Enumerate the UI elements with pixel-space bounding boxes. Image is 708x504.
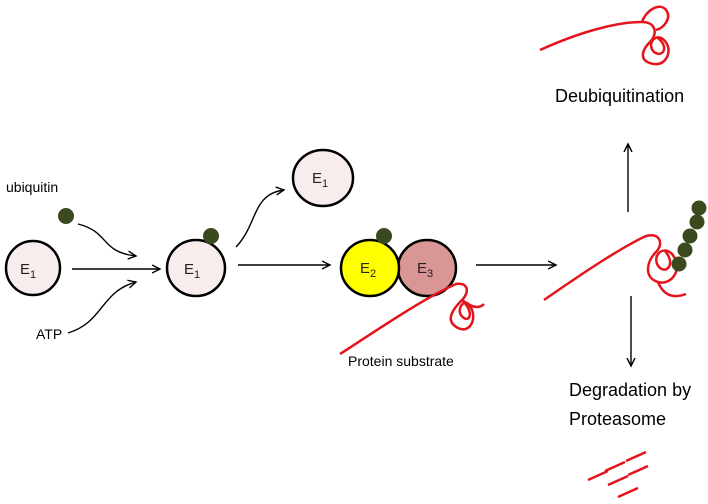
e2-enzyme: E2 — [339, 238, 401, 298]
ubiquitin-unit — [677, 242, 693, 258]
free-protein-loop — [640, 5, 670, 32]
e1-letter: E — [184, 261, 194, 278]
protein-substrate-chain — [339, 282, 475, 356]
peptide-fragments — [587, 450, 649, 499]
ubiquitin-unit — [691, 200, 707, 216]
e1-letter: E — [20, 261, 30, 278]
e3-letter: E — [417, 260, 427, 277]
ubiquitin-molecule — [58, 208, 74, 224]
polyubiquitin-chain — [671, 200, 707, 272]
e1-enzyme-charged: E1 — [165, 238, 227, 298]
degradation-label-line1: Degradation by — [569, 380, 691, 400]
deubiquitination-label: Deubiquitination — [555, 86, 684, 106]
e2-letter: E — [360, 260, 370, 277]
ubiquitin-curve-arrow — [77, 223, 136, 256]
peptide-fragment — [617, 486, 639, 499]
e1-subscript: 1 — [30, 269, 36, 281]
degradation-label-line2: Proteasome — [569, 409, 666, 429]
peptide-fragment — [607, 474, 629, 487]
protein-substrate-tail — [461, 298, 485, 309]
svg-text:E1: E1 — [312, 170, 328, 190]
ubiquitinated-protein-chain — [543, 233, 679, 302]
peptide-fragment — [604, 460, 626, 473]
ubiquitin-unit — [671, 256, 687, 272]
peptide-fragment — [587, 469, 609, 482]
svg-text:E2: E2 — [360, 260, 376, 280]
e1-enzyme-initial: E1 — [4, 239, 62, 297]
svg-text:E1: E1 — [20, 261, 36, 281]
atp-curve-arrow — [67, 282, 136, 334]
free-protein-chain — [539, 20, 670, 66]
protein-substrate-label: Protein substrate — [348, 353, 454, 369]
ubiquitin-label: ubiquitin — [6, 179, 58, 195]
svg-text:E1: E1 — [184, 261, 200, 281]
ubiquitin-unit — [682, 228, 698, 244]
e1-subscript: 1 — [194, 269, 200, 281]
e1-release-arrow — [235, 190, 284, 248]
peptide-fragment — [625, 450, 647, 463]
e1-subscript: 1 — [322, 178, 328, 190]
ubiquitin-on-e1 — [203, 228, 219, 244]
peptide-fragment — [627, 464, 649, 477]
e2-subscript: 2 — [370, 268, 376, 280]
ubiquitin-on-e2 — [376, 228, 392, 244]
atp-label: ATP — [36, 326, 62, 342]
e1-enzyme-released: E1 — [291, 148, 355, 208]
svg-text:E3: E3 — [417, 260, 433, 280]
e1-letter: E — [312, 170, 322, 187]
ubiquitinated-protein-tail — [656, 281, 687, 298]
e3-subscript: 3 — [427, 268, 433, 280]
ubiquitin-unit — [689, 214, 705, 230]
